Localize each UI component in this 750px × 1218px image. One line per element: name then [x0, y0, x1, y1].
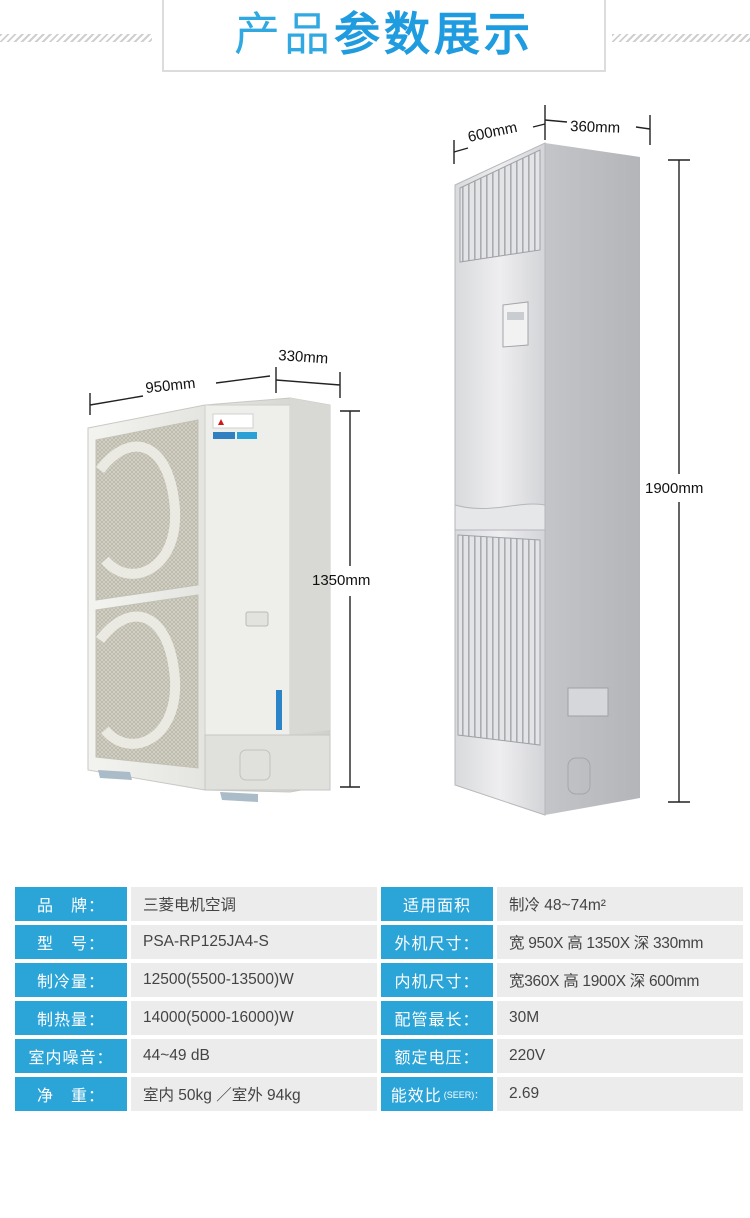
spec-label: 内机尺寸：: [381, 963, 493, 997]
dimension-lines: [89, 105, 690, 803]
spec-value: 宽 950X 高 1350X 深 330mm: [497, 925, 743, 959]
spec-label: 制热量：: [15, 1001, 127, 1035]
spec-row: 净 重： 室内 50kg ／室外 94kg 能效比(SEER)： 2.69: [15, 1077, 743, 1111]
spec-table: 品 牌： 三菱电机空调 适用面积 制冷 48~74m² 型 号： PSA-RP1…: [15, 887, 743, 1115]
spec-row: 室内噪音： 44~49 dB 额定电压： 220V: [15, 1039, 743, 1073]
outdoor-unit: [87, 397, 331, 802]
spec-value: 室内 50kg ／室外 94kg: [131, 1077, 377, 1111]
spec-label: 品 牌：: [15, 887, 127, 921]
spec-value: 14000(5000-16000)W: [131, 1001, 377, 1035]
spec-label: 型 号：: [15, 925, 127, 959]
spec-row: 制冷量： 12500(5500-13500)W 内机尺寸： 宽360X 高 19…: [15, 963, 743, 997]
spec-value: 12500(5500-13500)W: [131, 963, 377, 997]
spec-label: 外机尺寸：: [381, 925, 493, 959]
outdoor-height-label: 1350mm: [312, 572, 370, 589]
indoor-height-label: 1900mm: [645, 480, 703, 497]
outdoor-width-label: 950mm: [145, 375, 197, 397]
outdoor-depth-label: 330mm: [278, 347, 329, 367]
spec-row: 品 牌： 三菱电机空调 适用面积 制冷 48~74m²: [15, 887, 743, 921]
spec-label-text: 能效比: [390, 1088, 442, 1105]
spec-value: 三菱电机空调: [131, 887, 377, 921]
spec-row: 型 号： PSA-RP125JA4-S 外机尺寸： 宽 950X 高 1350X…: [15, 925, 743, 959]
spec-label: 净 重：: [15, 1077, 127, 1111]
spec-value: 30M: [497, 1001, 743, 1035]
spec-value: 制冷 48~74m²: [497, 887, 743, 921]
spec-label: 配管最长：: [381, 1001, 493, 1035]
spec-value: 宽360X 高 1900X 深 600mm: [497, 963, 743, 997]
product-illustration: 950mm 330mm 1350mm 600mm 360mm 1900mm: [87, 105, 703, 816]
indoor-unit: [454, 142, 640, 816]
page-title: 产品参数展示: [234, 11, 534, 57]
spec-value: 2.69: [497, 1077, 743, 1111]
header-stripe-left: [0, 34, 152, 42]
indoor-width-label: 600mm: [466, 119, 518, 146]
page-title-light: 产品: [234, 8, 334, 60]
spec-value: 44~49 dB: [131, 1039, 377, 1073]
spec-value: PSA-RP125JA4-S: [131, 925, 377, 959]
spec-label: 额定电压：: [381, 1039, 493, 1073]
spec-label: 制冷量：: [15, 963, 127, 997]
spec-row: 制热量： 14000(5000-16000)W 配管最长： 30M: [15, 1001, 743, 1035]
spec-label: 室内噪音：: [15, 1039, 127, 1073]
header-title-box: 产品参数展示: [162, 0, 606, 72]
spec-label-small: (SEER)：: [443, 1089, 484, 1100]
header-stripe-right: [612, 34, 750, 42]
spec-value: 220V: [497, 1039, 743, 1073]
spec-label: 适用面积: [381, 887, 493, 921]
brand-logo: [212, 413, 254, 429]
spec-label-seer: 能效比(SEER)：: [381, 1077, 493, 1111]
indoor-depth-label: 360mm: [570, 118, 621, 137]
page-title-bold: 参数展示: [334, 8, 534, 60]
